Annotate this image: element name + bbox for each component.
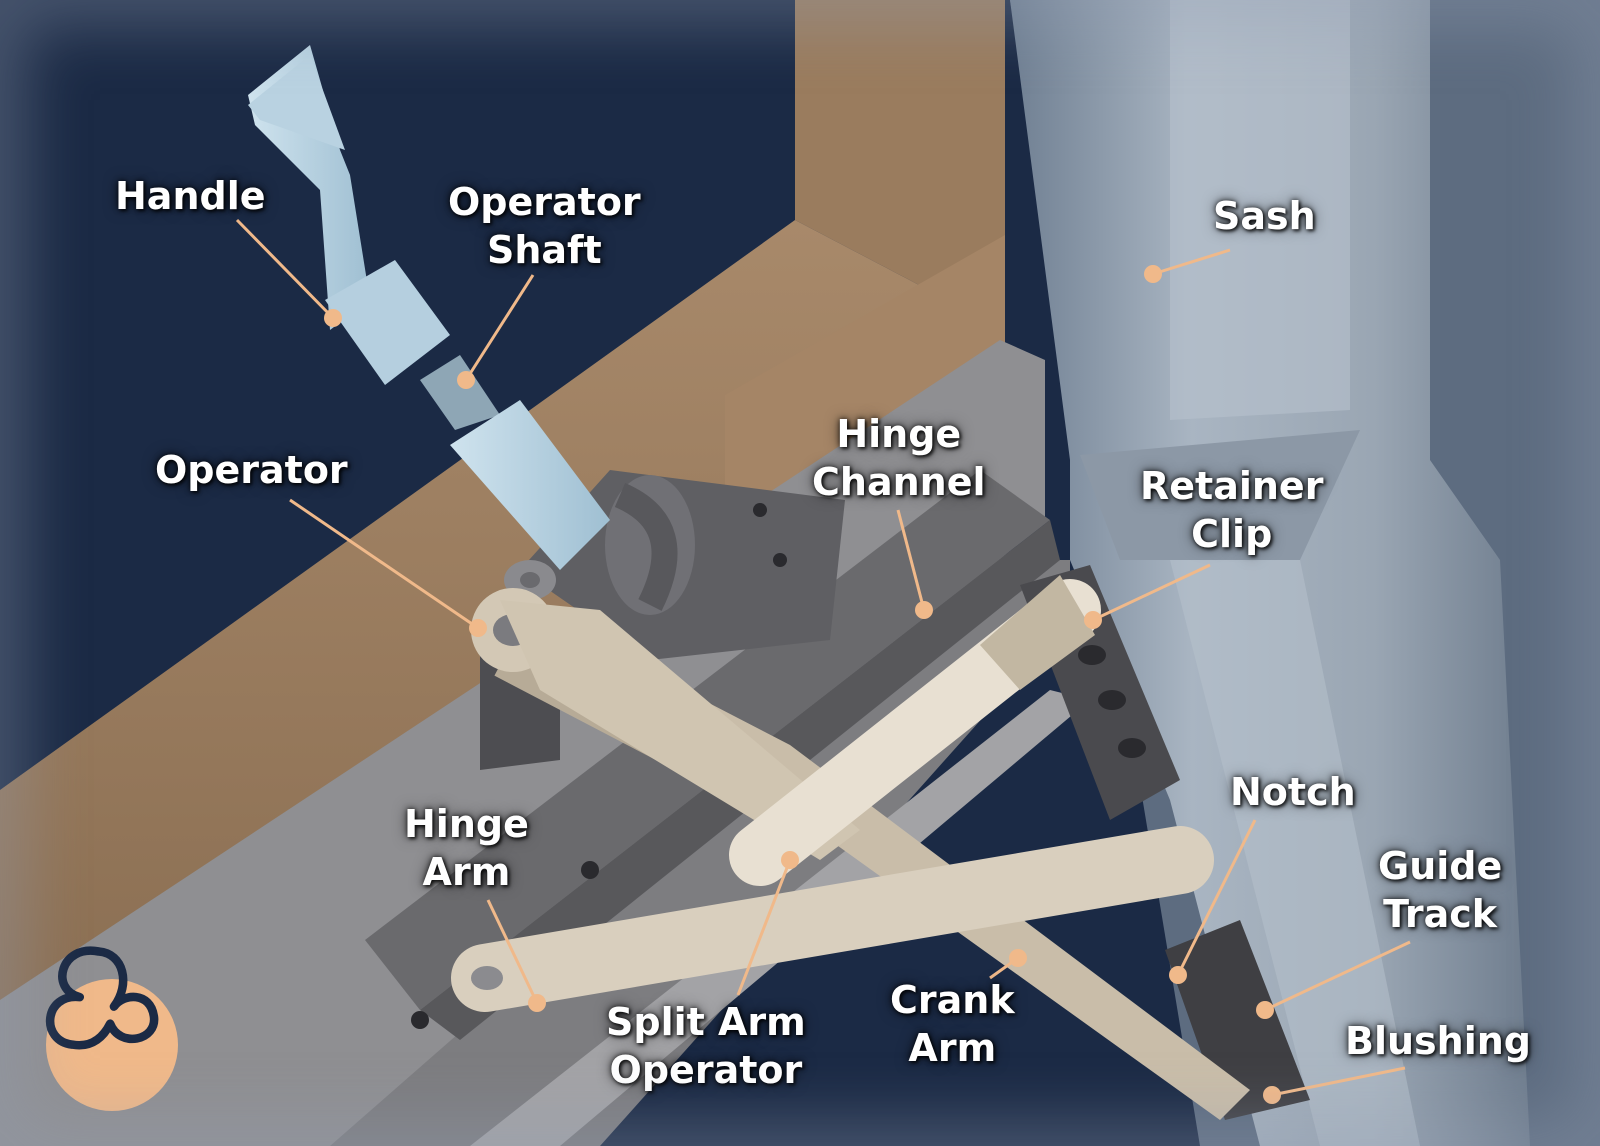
blushing-dot bbox=[1263, 1086, 1281, 1104]
sash-dot bbox=[1144, 265, 1162, 283]
label-blushing: Blushing bbox=[1345, 1017, 1531, 1065]
label-blushing-text: Blushing bbox=[1345, 1017, 1531, 1065]
label-split-arm-operator-line1: Split Arm bbox=[606, 998, 806, 1046]
label-guide-track: Guide Track bbox=[1378, 842, 1502, 938]
operator-shaft-dot bbox=[457, 371, 475, 389]
operator-dot bbox=[469, 619, 487, 637]
hinge-arm-dot bbox=[528, 994, 546, 1012]
label-crank-arm-line1: Crank bbox=[890, 976, 1015, 1024]
label-crank-arm-line2: Arm bbox=[890, 1024, 1015, 1072]
label-split-arm-operator-line2: Operator bbox=[606, 1046, 806, 1094]
label-crank-arm: Crank Arm bbox=[890, 976, 1015, 1072]
label-sash-text: Sash bbox=[1213, 192, 1316, 240]
label-sash: Sash bbox=[1213, 192, 1316, 240]
label-retainer-clip-line1: Retainer bbox=[1140, 462, 1323, 510]
label-handle-text: Handle bbox=[115, 172, 266, 220]
label-retainer-clip-line2: Clip bbox=[1140, 510, 1323, 558]
guide-track-dot bbox=[1256, 1001, 1274, 1019]
label-retainer-clip: Retainer Clip bbox=[1140, 462, 1323, 558]
notch-dot bbox=[1169, 966, 1187, 984]
label-operator: Operator bbox=[155, 446, 348, 494]
hinge-channel-dot bbox=[915, 601, 933, 619]
label-hinge-arm: Hinge Arm bbox=[404, 800, 529, 896]
label-operator-shaft-line2: Shaft bbox=[448, 226, 641, 274]
label-operator-shaft-line1: Operator bbox=[448, 178, 641, 226]
label-guide-track-line2: Track bbox=[1378, 890, 1502, 938]
label-hinge-arm-line1: Hinge bbox=[404, 800, 529, 848]
label-handle: Handle bbox=[115, 172, 266, 220]
handle-dot bbox=[324, 309, 342, 327]
label-hinge-channel: Hinge Channel bbox=[812, 410, 986, 506]
label-operator-text: Operator bbox=[155, 446, 348, 494]
label-notch: Notch bbox=[1230, 768, 1356, 816]
label-operator-shaft: Operator Shaft bbox=[448, 178, 641, 274]
retainer-clip-dot bbox=[1084, 611, 1102, 629]
label-guide-track-line1: Guide bbox=[1378, 842, 1502, 890]
label-hinge-arm-line2: Arm bbox=[404, 848, 529, 896]
split-arm-operator-dot bbox=[781, 851, 799, 869]
crank-arm-dot bbox=[1009, 949, 1027, 967]
label-hinge-channel-line2: Channel bbox=[812, 458, 986, 506]
label-hinge-channel-line1: Hinge bbox=[812, 410, 986, 458]
label-notch-text: Notch bbox=[1230, 768, 1356, 816]
label-split-arm-operator: Split Arm Operator bbox=[606, 998, 806, 1094]
